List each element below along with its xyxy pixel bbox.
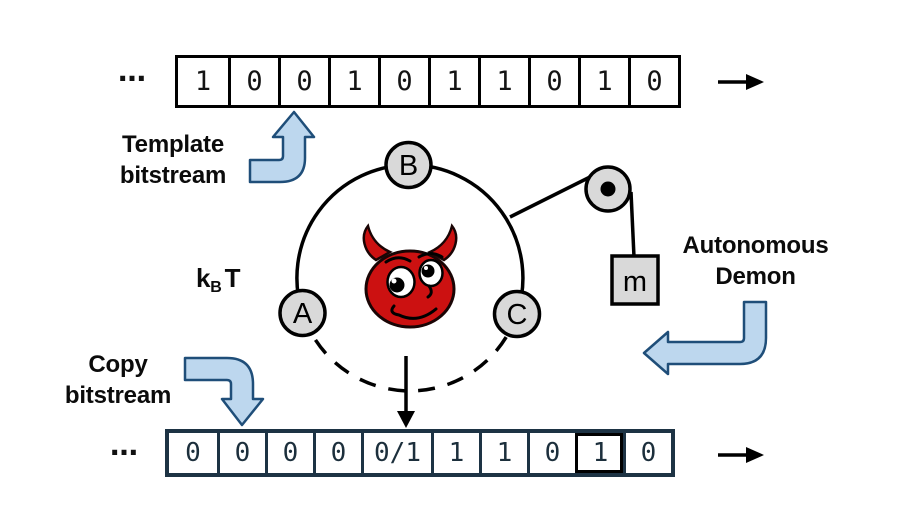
node-c: C	[492, 289, 542, 339]
bit-cell-highlighted: 1	[575, 433, 623, 473]
bit-cell: 0	[278, 58, 328, 105]
bit-cell: 0	[265, 433, 313, 473]
bit-cell: 0	[217, 433, 265, 473]
bit-cell: 0	[313, 433, 361, 473]
template-label-line2: bitstream	[119, 162, 227, 189]
template-bitstream-label: Template bitstream	[98, 129, 248, 191]
bit-cell: 1	[478, 58, 528, 105]
demon-icon	[362, 223, 458, 329]
write-bit-arrow	[397, 356, 415, 428]
bit-cell-being-written: 0/1	[361, 433, 431, 473]
rope-to-pulley	[509, 174, 593, 219]
bit-cell: 0	[185, 438, 201, 468]
node-c-label: C	[507, 299, 528, 331]
node-a: A	[278, 288, 327, 338]
autonomous-demon-arrow	[642, 300, 768, 376]
copy-bitstream-arrow	[183, 356, 265, 427]
bit-cell: 0	[228, 58, 278, 105]
template-stream-ellipsis: …	[118, 55, 146, 88]
mass-box	[610, 254, 660, 306]
copy-label-line1: Copy	[88, 351, 148, 378]
bit-cell: 1	[479, 433, 527, 473]
copy-label-line2: bitstream	[64, 382, 172, 409]
mass-label: m	[623, 266, 647, 298]
template-label-line1: Template	[122, 131, 224, 158]
bit-cell: 0	[628, 58, 678, 105]
copy-stream-direction-arrow	[718, 447, 764, 463]
rope-to-mass	[629, 191, 636, 258]
kbt-base: k	[196, 263, 211, 293]
bit-cell: 0	[623, 433, 671, 473]
copy-stream-ellipsis: …	[110, 429, 138, 462]
bit-cell: 1	[328, 58, 378, 105]
demon-label-line2: Demon	[715, 263, 796, 290]
copy-bitstream: 0 0 0 0 0/1 1 1 0 1 0	[165, 429, 675, 477]
demon-label-line1: Autonomous	[682, 232, 829, 259]
template-stream-direction-arrow	[718, 74, 764, 90]
bit-cell: 0	[528, 58, 578, 105]
kbt-subscript: B	[210, 279, 222, 296]
bit-cell: 1	[194, 66, 212, 97]
autonomous-demon-label: Autonomous Demon	[663, 230, 848, 292]
copy-bitstream-label: Copy bitstream	[43, 349, 193, 411]
bit-cell: 1	[431, 433, 479, 473]
bit-cell: 1	[578, 58, 628, 105]
node-b-label: B	[399, 150, 418, 182]
template-bitstream: 1 0 0 1 0 1 1 0 1 0	[175, 55, 681, 108]
kbt-suffix: T	[224, 263, 241, 293]
bit-cell: 1	[428, 58, 478, 105]
node-b: B	[384, 140, 433, 190]
pulley-axle-dot	[600, 181, 616, 197]
template-bitstream-arrow	[248, 110, 316, 184]
bit-cell: 0	[378, 58, 428, 105]
node-a-label: A	[293, 298, 313, 330]
bit-cell: 0	[527, 433, 575, 473]
ring-dashed-arc	[300, 312, 519, 393]
